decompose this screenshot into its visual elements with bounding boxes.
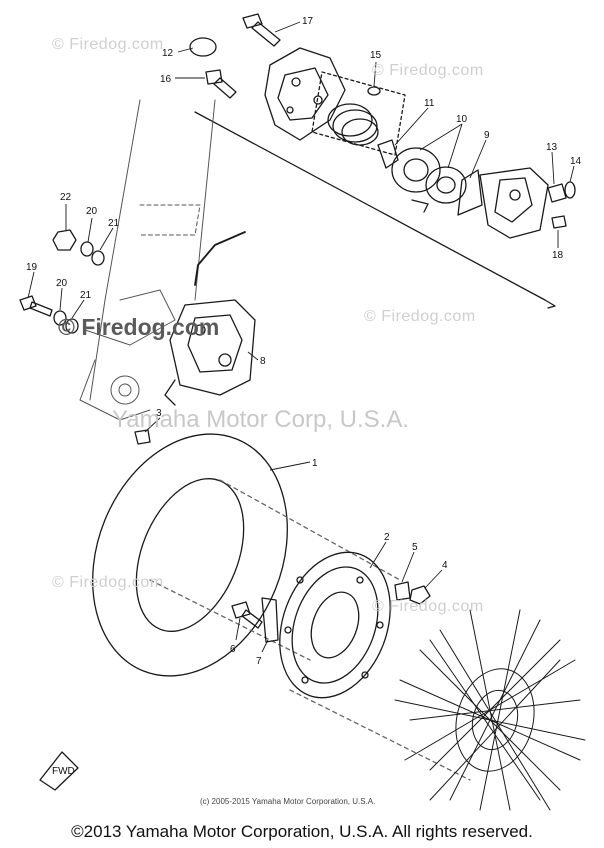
callout-9: 9 (484, 130, 490, 141)
leader-3 (144, 417, 161, 433)
lock-tab-7 (261, 597, 279, 643)
leader-5 (401, 551, 415, 583)
callout-16: 16 (160, 74, 172, 85)
fork-leg (79, 99, 216, 421)
callout-21b: 21 (80, 290, 92, 301)
callout-17: 17 (302, 16, 314, 27)
bolt-17 (242, 13, 281, 47)
callout-3: 3 (156, 408, 162, 419)
footer-copyright: ©2013 Yamaha Motor Corporation, U.S.A. A… (71, 822, 533, 841)
watermark-1: © Firedog.com (52, 36, 164, 53)
callout-11: 11 (424, 98, 435, 109)
caliper-body-right (479, 167, 549, 239)
inner-copyright: (c) 2005-2015 Yamaha Motor Corporation, … (200, 797, 376, 806)
leader-6 (235, 617, 241, 641)
disc-hub-2 (279, 551, 391, 699)
leader-1 (269, 461, 311, 471)
fwd-arrow (39, 751, 79, 791)
alignment-line-1 (219, 479, 401, 581)
washer-20-lower (53, 310, 67, 326)
callout-20a: 20 (86, 206, 98, 217)
washer-21-upper (91, 250, 105, 266)
alignment-line-2 (149, 579, 311, 661)
leader-19 (27, 271, 35, 299)
callout-12: 12 (162, 48, 174, 59)
leader-17 (274, 21, 301, 33)
leader-14 (569, 165, 575, 183)
caliper-assembly-8 (164, 299, 256, 406)
watermark-5: © Firedog.com (372, 598, 484, 615)
callout-14: 14 (570, 156, 582, 167)
callout-18: 18 (552, 250, 564, 261)
leader-21a (99, 227, 114, 251)
callout-2: 2 (384, 532, 390, 543)
callout-19: 19 (26, 262, 38, 273)
bleeder-13 (547, 183, 567, 203)
leader-21b (71, 299, 85, 319)
callout-1: 1 (312, 458, 318, 469)
leader-15 (373, 61, 377, 87)
callout-21a: 21 (108, 218, 120, 229)
leader-12 (177, 47, 194, 53)
cap-12 (189, 37, 217, 57)
leader-13 (551, 151, 555, 185)
washer-21-lower (65, 318, 79, 334)
callout-7: 7 (256, 656, 262, 667)
bolt-19-shank (29, 301, 53, 317)
leader-7 (261, 639, 269, 653)
bolt-16 (205, 69, 237, 99)
brake-pads-10 (391, 147, 467, 213)
bolt-3 (134, 429, 151, 445)
wheel-hub-spokes (394, 609, 586, 811)
callout-5: 5 (412, 542, 418, 553)
leader-20b (59, 287, 63, 311)
watermark-overlay: © Firedog.com (58, 314, 220, 340)
shim-9 (457, 169, 483, 216)
leader-20a (87, 217, 93, 243)
leader-4 (424, 569, 443, 589)
exploded-group-bracket (194, 111, 556, 309)
washer-20-upper (80, 241, 94, 257)
brake-hose (194, 231, 246, 286)
leader-11 (394, 107, 429, 146)
bolt-6-shank (241, 609, 263, 629)
brake-disc-1 (92, 433, 288, 677)
watermark-2: © Firedog.com (372, 62, 484, 79)
cap-14 (564, 181, 576, 199)
callout-15: 15 (370, 50, 382, 61)
watermark-3: © Firedog.com (364, 308, 476, 325)
callout-10: 10 (456, 114, 468, 125)
callout-4: 4 (442, 560, 448, 571)
watermark-4: © Firedog.com (52, 574, 164, 591)
callout-6: 6 (230, 644, 236, 655)
fwd-label: FWD (52, 766, 75, 777)
nut-22 (52, 229, 77, 251)
leader-10 (419, 123, 463, 169)
bolt-18 (551, 215, 567, 229)
bolt-6 (231, 601, 251, 619)
callout-22: 22 (60, 192, 72, 203)
seal-group-15 (311, 71, 406, 156)
leader-8 (247, 351, 259, 361)
callout-13: 13 (546, 142, 558, 153)
leader-9 (469, 139, 487, 179)
nut-4 (409, 585, 431, 605)
leader-2 (369, 541, 387, 569)
watermark-corp: Yamaha Motor Corp, U.S.A. (112, 406, 409, 433)
callout-8: 8 (260, 356, 266, 367)
alignment-line-3 (289, 689, 471, 781)
shim-11 (377, 139, 399, 169)
callout-20b: 20 (56, 278, 68, 289)
